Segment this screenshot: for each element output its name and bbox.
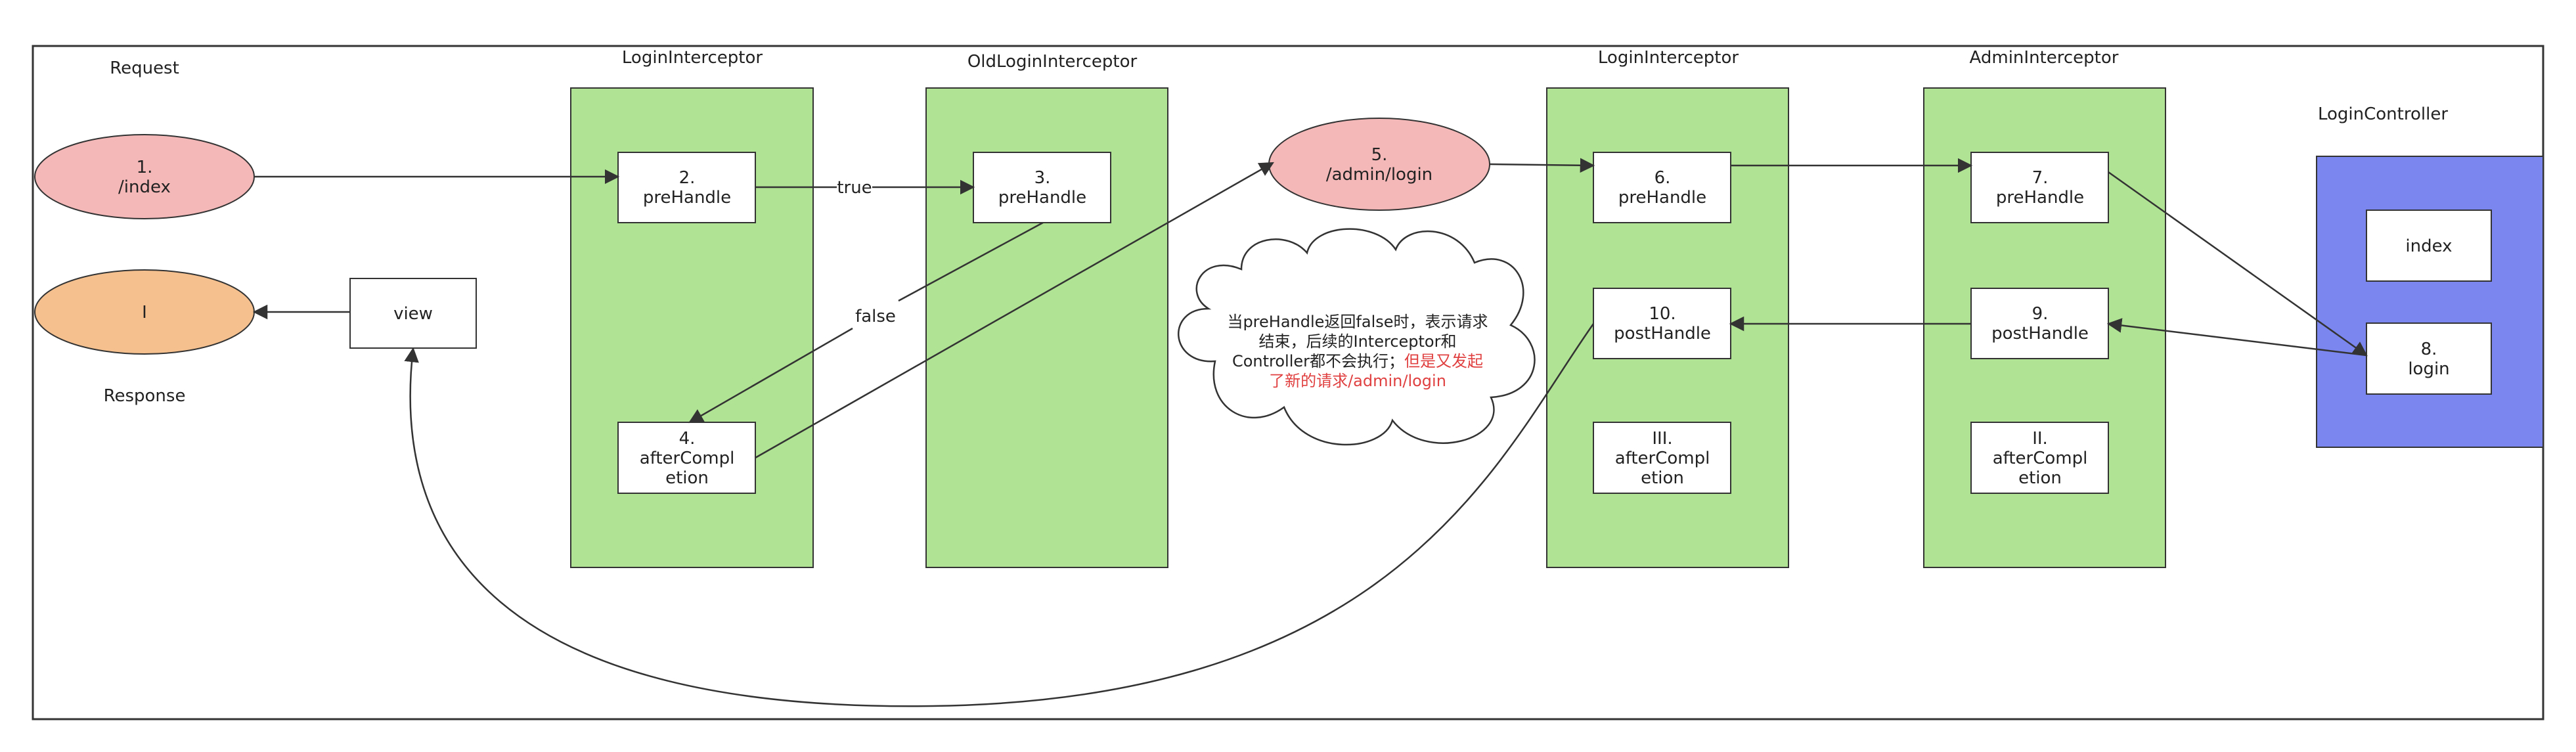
node-text-line: 4. xyxy=(679,429,696,449)
admin-interceptor-title: AdminInterceptor xyxy=(1970,48,2119,68)
note-cloud xyxy=(1177,228,1536,446)
node-text-line: 6. xyxy=(1654,168,1671,188)
node-text-line: preHandle xyxy=(1618,188,1706,208)
li2-posthandle-text: 10.postHandle xyxy=(1614,304,1711,343)
note-line-2: 结束，后续的Interceptor和 xyxy=(1259,332,1457,351)
node-text-line: II. xyxy=(2032,429,2048,449)
edge-false-part-2 xyxy=(688,327,853,424)
admin-aftercompletion-node xyxy=(1970,422,2109,494)
controller-index-text: index xyxy=(2405,236,2452,256)
note-line-1: 当preHandle返回false时，表示请求 xyxy=(1227,313,1488,331)
note-line-3-black: Controller都不会执行； xyxy=(1232,352,1404,370)
note-line-3-red: 但是又发起 xyxy=(1404,352,1483,370)
li2-prehandle-text: 6.preHandle xyxy=(1618,168,1706,208)
node-text-line: 5. xyxy=(1371,145,1388,165)
edge-admin-prehandle-to-login xyxy=(2108,171,2368,357)
node-text-line: preHandle xyxy=(998,188,1086,208)
old-login-interceptor-title: OldLoginInterceptor xyxy=(967,52,1138,72)
edge-login-to-admin-posthandle xyxy=(2106,318,2367,357)
admin-posthandle-node xyxy=(1970,288,2109,359)
node-text-line: 3. xyxy=(1034,168,1051,188)
index-request-text: 1./index xyxy=(118,158,171,197)
node-text-line: /index xyxy=(118,177,171,197)
login-controller-title: LoginController xyxy=(2318,104,2448,124)
response-end-text: I xyxy=(142,303,147,322)
response-label: Response xyxy=(104,386,186,406)
node-text-line: view xyxy=(393,304,433,324)
controller-index-node xyxy=(2366,210,2492,282)
admin-posthandle-text: 9.postHandle xyxy=(1991,304,2089,343)
node-text-line: 2. xyxy=(679,168,696,188)
admin-prehandle-node xyxy=(1970,152,2109,223)
edge-label-true: true xyxy=(837,178,872,198)
node-text-line: 8. xyxy=(2421,340,2437,359)
node-text-line: etion xyxy=(665,468,709,488)
node-text-line: index xyxy=(2405,236,2452,256)
li2-aftercompletion-node xyxy=(1593,422,1731,494)
note-line-4: 了新的请求/admin/login xyxy=(1269,372,1446,390)
edge-aftercompletion-to-admin-login xyxy=(755,162,1274,459)
edge-posthandle-to-view xyxy=(404,323,1595,707)
node-text-line: afterCompl xyxy=(1993,449,2088,468)
login-interceptor-2-title: LoginInterceptor xyxy=(1598,48,1739,68)
note-line-3: Controller都不会执行；但是又发起 xyxy=(1232,352,1483,370)
controller-login-text: 8.login xyxy=(2408,340,2449,379)
li1-prehandle-text: 2.preHandle xyxy=(643,168,731,208)
node-text-line: preHandle xyxy=(643,188,731,208)
view-text: view xyxy=(393,304,433,324)
node-text-line: postHandle xyxy=(1614,324,1711,343)
controller-login-node xyxy=(2366,322,2492,395)
li2-prehandle-node xyxy=(1593,152,1731,223)
view-node xyxy=(349,278,477,349)
node-text-line: login xyxy=(2408,359,2449,379)
node-text-line: etion xyxy=(2018,468,2062,488)
admin-login-request-text: 5./admin/login xyxy=(1326,145,1432,185)
node-text-line: I xyxy=(142,303,147,322)
node-text-line: preHandle xyxy=(1996,188,2084,208)
edge-label-false: false xyxy=(855,307,896,326)
edge-admin-login-to-prehandle xyxy=(1489,158,1595,173)
login-interceptor-1-title: LoginInterceptor xyxy=(622,48,763,68)
node-text-line: afterCompl xyxy=(640,449,735,468)
li1-prehandle-node xyxy=(617,152,756,223)
node-text-line: postHandle xyxy=(1991,324,2089,343)
node-text-line: etion xyxy=(1641,468,1684,488)
node-text-line: afterCompl xyxy=(1615,449,1710,468)
li2-posthandle-node xyxy=(1593,288,1731,359)
edge-false-part-1 xyxy=(898,221,1044,302)
li1-aftercompletion-node xyxy=(617,422,756,494)
admin-prehandle-text: 7.preHandle xyxy=(1996,168,2084,208)
request-label: Request xyxy=(110,58,179,78)
node-text-line: 1. xyxy=(137,158,153,177)
node-text-line: III. xyxy=(1652,429,1672,449)
login-controller-panel xyxy=(2316,156,2544,448)
node-text-line: 9. xyxy=(2032,304,2049,324)
node-text-line: 7. xyxy=(2032,168,2049,188)
node-text-line: 10. xyxy=(1649,304,1676,324)
node-text-line: /admin/login xyxy=(1326,165,1432,185)
old-prehandle-text: 3.preHandle xyxy=(998,168,1086,208)
